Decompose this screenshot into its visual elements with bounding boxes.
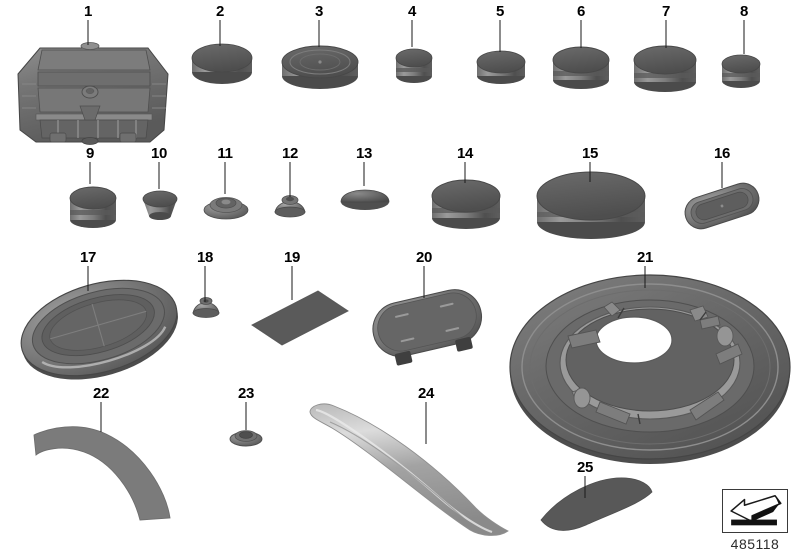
callout-number-23[interactable]: 23 <box>237 385 255 402</box>
callout-leader-18 <box>204 266 206 302</box>
callout-number-21[interactable]: 21 <box>636 249 654 266</box>
callout-leader-3 <box>318 20 320 47</box>
callout-number-14[interactable]: 14 <box>456 145 474 162</box>
part-14-round-plug-wide <box>431 179 501 229</box>
callout-number-5[interactable]: 5 <box>495 3 505 20</box>
callout-leader-21 <box>644 266 646 288</box>
callout-leader-6 <box>580 20 582 48</box>
part-21-round-cover-spoked <box>509 274 791 464</box>
callout-leader-20 <box>423 266 425 298</box>
callout-number-12[interactable]: 12 <box>281 145 299 162</box>
callout-leader-12 <box>289 162 291 197</box>
part-25-curved-gasket-flat <box>540 477 653 531</box>
arrow-view-direction-icon <box>730 494 782 526</box>
part-2-round-cap-plain <box>191 43 253 84</box>
callout-number-1[interactable]: 1 <box>83 3 93 20</box>
diagram-id-number: 485118 <box>730 536 780 552</box>
part-11-grommet-concentric <box>203 197 249 220</box>
callout-number-2[interactable]: 2 <box>215 3 225 20</box>
part-15-round-cap-xlarge <box>536 171 646 239</box>
callout-leader-13 <box>363 162 365 186</box>
part-20-oval-plug-tabbed <box>372 289 483 366</box>
callout-leader-5 <box>499 20 501 52</box>
callout-number-7[interactable]: 7 <box>661 3 671 20</box>
callout-leader-1 <box>87 20 89 45</box>
callout-number-15[interactable]: 15 <box>581 145 599 162</box>
part-17-oval-cover-large <box>20 279 178 380</box>
callout-number-19[interactable]: 19 <box>283 249 301 266</box>
callout-leader-22 <box>100 402 102 432</box>
part-12-grommet-small-domed <box>274 195 306 218</box>
callout-number-4[interactable]: 4 <box>407 3 417 20</box>
callout-number-3[interactable]: 3 <box>314 3 324 20</box>
callout-leader-15 <box>589 162 591 182</box>
callout-number-11[interactable]: 11 <box>217 145 233 162</box>
part-24-curved-trim-strip <box>309 403 509 536</box>
callout-leader-23 <box>245 402 247 430</box>
callout-number-13[interactable]: 13 <box>355 145 373 162</box>
part-3-round-cap-ribbed <box>281 45 359 89</box>
callout-number-16[interactable]: 16 <box>713 145 731 162</box>
callout-leader-14 <box>464 162 466 183</box>
part-10-round-plug-tapered <box>142 190 178 220</box>
part-7-round-plug-large <box>633 45 697 92</box>
callout-number-20[interactable]: 20 <box>415 249 433 266</box>
callout-number-25[interactable]: 25 <box>576 459 594 476</box>
callout-leader-4 <box>411 20 413 47</box>
callout-number-17[interactable]: 17 <box>79 249 97 266</box>
callout-number-10[interactable]: 10 <box>150 145 168 162</box>
part-4-round-plug-small <box>395 48 433 83</box>
callout-number-24[interactable]: 24 <box>417 385 435 402</box>
part-19-flat-sheet-rect <box>251 290 349 346</box>
callout-leader-9 <box>89 162 91 184</box>
callout-number-9[interactable]: 9 <box>85 145 95 162</box>
part-1-oil-pan-housing <box>17 42 169 145</box>
callout-leader-7 <box>665 20 667 48</box>
part-22-curved-shield-band <box>33 426 171 521</box>
callout-leader-2 <box>219 20 221 46</box>
callout-leader-16 <box>721 162 723 188</box>
view-direction-icon-box <box>722 489 788 533</box>
part-18-conical-plug-tiny <box>192 297 220 318</box>
callout-leader-10 <box>158 162 160 189</box>
callout-number-8[interactable]: 8 <box>739 3 749 20</box>
callout-leader-8 <box>743 20 745 54</box>
callout-number-6[interactable]: 6 <box>576 3 586 20</box>
callout-leader-19 <box>291 266 293 300</box>
part-6-round-plug-medium <box>552 46 610 89</box>
callout-leader-11 <box>224 162 226 194</box>
callout-leader-25 <box>584 476 586 498</box>
callout-number-22[interactable]: 22 <box>92 385 110 402</box>
callout-number-18[interactable]: 18 <box>196 249 214 266</box>
part-5-round-plug-flat <box>476 50 526 84</box>
part-9-round-plug-tall <box>69 186 117 228</box>
callout-leader-24 <box>425 402 427 444</box>
part-8-round-plug-tiny <box>721 54 761 88</box>
part-13-round-cap-domed <box>340 189 390 210</box>
part-23-washer-grommet-tiny <box>229 430 263 447</box>
callout-leader-17 <box>87 266 89 291</box>
part-16-oval-grommet-small <box>684 182 760 230</box>
